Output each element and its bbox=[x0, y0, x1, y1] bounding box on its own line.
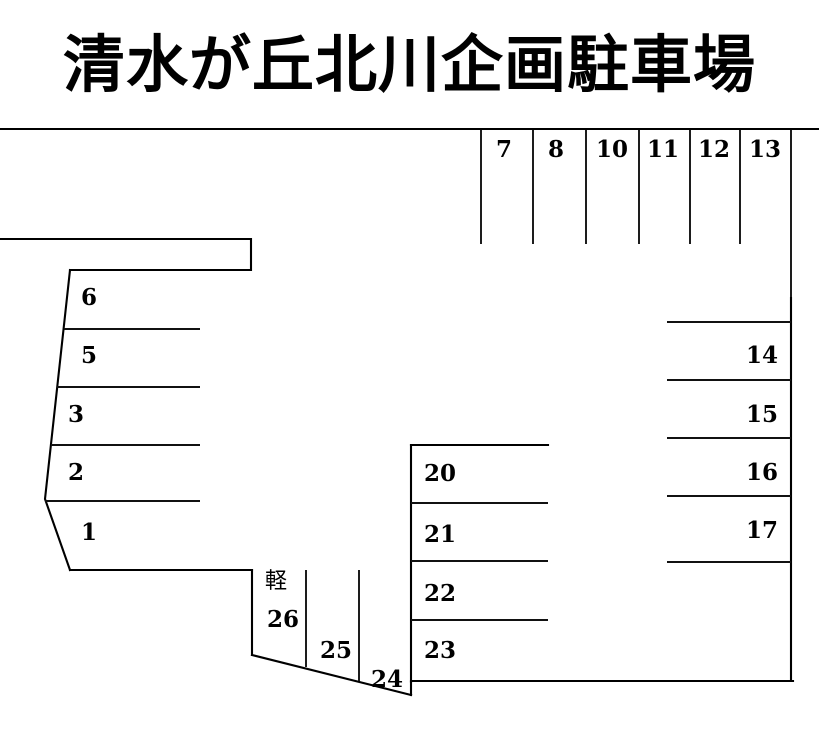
center-block-outline bbox=[409, 443, 550, 684]
left-upper-ledge bbox=[0, 237, 253, 272]
parking-lot-map-container: 7 8 10 11 12 13 bbox=[0, 118, 819, 729]
stall-label-2: 2 bbox=[68, 459, 84, 486]
bottom-row-outline bbox=[250, 568, 413, 697]
stall-label-26: 26 bbox=[267, 606, 299, 633]
stall-label-23: 23 bbox=[424, 637, 456, 664]
bottom-row-dividers bbox=[305, 570, 360, 681]
stall-label-22: 22 bbox=[424, 580, 456, 607]
right-block-dividers bbox=[667, 321, 791, 563]
stall-label-20: 20 bbox=[424, 460, 456, 487]
left-column-dividers bbox=[45, 328, 200, 502]
stall-label-12: 12 bbox=[698, 136, 730, 163]
top-row-labels: 7 8 10 11 12 13 bbox=[496, 136, 781, 163]
center-block-labels: 20 21 22 23 bbox=[424, 460, 456, 664]
stall-size-tag-26: 軽 bbox=[265, 569, 287, 594]
right-block-outline bbox=[409, 296, 795, 683]
left-block-outline bbox=[0, 237, 254, 572]
bottom-row-labels: 軽 26 25 24 bbox=[265, 569, 403, 693]
bottom-row-diagonal-edge bbox=[250, 653, 413, 697]
stall-label-15: 15 bbox=[746, 401, 778, 428]
right-block-labels: 14 15 16 17 bbox=[746, 342, 778, 544]
center-block-dividers bbox=[411, 502, 548, 621]
stall-label-1: 1 bbox=[81, 519, 97, 546]
stall-label-13: 13 bbox=[749, 136, 781, 163]
stall-label-17: 17 bbox=[746, 517, 778, 544]
left-column-labels: 6 5 3 2 1 bbox=[68, 284, 97, 546]
parking-lot-diagram: 7 8 10 11 12 13 bbox=[0, 127, 819, 697]
left-outer-slanted-edge bbox=[43, 268, 72, 572]
stall-label-10: 10 bbox=[596, 136, 628, 163]
page-title: 清水が丘北川企画駐車場 bbox=[62, 28, 756, 101]
stall-label-7: 7 bbox=[496, 136, 512, 163]
stall-label-11: 11 bbox=[647, 136, 679, 163]
stall-label-5: 5 bbox=[81, 342, 97, 369]
stall-label-25: 25 bbox=[320, 637, 352, 664]
stall-label-8: 8 bbox=[548, 136, 564, 163]
stall-label-14: 14 bbox=[746, 342, 778, 369]
stall-label-16: 16 bbox=[746, 459, 778, 486]
stall-label-24: 24 bbox=[371, 666, 403, 693]
stall-label-3: 3 bbox=[68, 401, 84, 428]
stall-label-6: 6 bbox=[81, 284, 97, 311]
stall-label-21: 21 bbox=[424, 521, 456, 548]
top-row-dividers bbox=[480, 130, 792, 298]
